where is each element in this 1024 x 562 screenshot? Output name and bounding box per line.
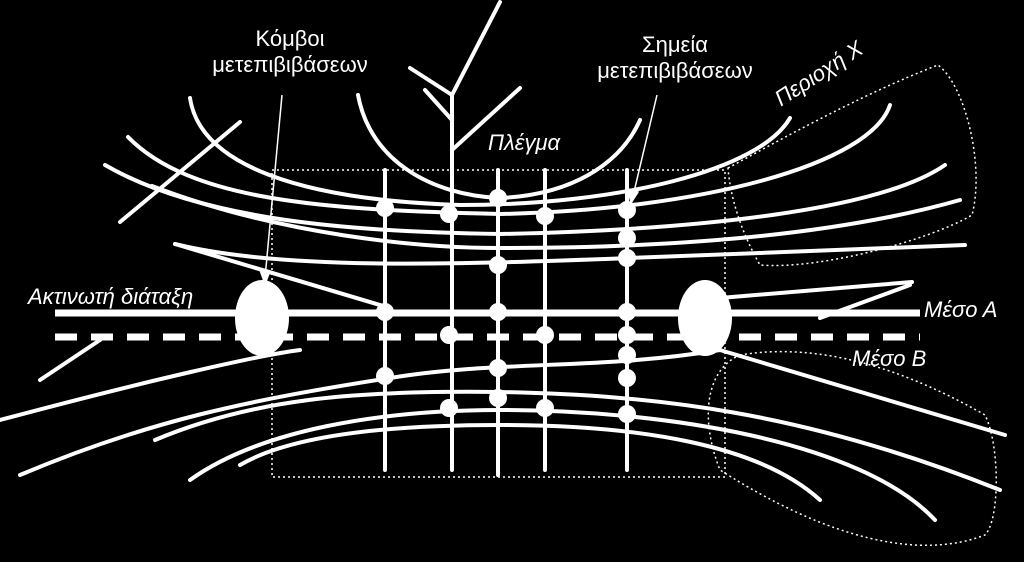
arc-upper-3 [126, 103, 892, 217]
transfer-point [618, 229, 636, 247]
transfer-point [618, 249, 636, 267]
line-right-rising [718, 280, 914, 300]
arc-upper-5 [150, 184, 962, 251]
arc-upper-4 [103, 163, 947, 237]
transfer-point [376, 199, 394, 217]
transfer-point [618, 303, 636, 321]
label-transfer-hubs: Κόμβοι μετεπιβιβάσεων [200, 26, 380, 78]
transfer-point [536, 207, 554, 225]
line-lower-right-b [718, 348, 1007, 437]
label-transfer-hubs-line2: μετεπιβιβάσεων [212, 52, 368, 77]
transfer-hub-right [678, 280, 732, 356]
label-grid: Πλέγμα [488, 130, 561, 155]
transfer-point [440, 326, 458, 344]
transfer-point [489, 303, 507, 321]
transfer-point [618, 201, 636, 219]
transfer-point [618, 369, 636, 387]
arc-lower-3 [153, 389, 1002, 492]
tree-branch-left-2 [423, 88, 454, 122]
transfer-point [376, 303, 394, 321]
transfer-point [489, 389, 507, 407]
line-bottom-left [38, 338, 102, 382]
transfer-point [489, 256, 507, 274]
tree-branch-right [450, 86, 522, 152]
label-transfer-points: Σημεία μετεπιβιβάσεων [580, 32, 770, 84]
transfer-point [489, 189, 507, 207]
transfer-point [489, 359, 507, 377]
label-transfer-points-line1: Σημεία [642, 32, 708, 57]
transfer-points-group [376, 189, 636, 423]
transfer-point [536, 326, 554, 344]
arc-top-1 [188, 96, 792, 208]
label-transfer-points-line2: μετεπιβιβάσεων [597, 58, 753, 83]
transfer-point [618, 346, 636, 364]
leader-arrows [258, 94, 658, 287]
arc-lower-5 [238, 422, 822, 502]
transfer-hub-left [235, 280, 289, 356]
leader-line-kompoi [264, 94, 283, 279]
arrowhead-simeia [627, 187, 640, 205]
label-radial-layout: Ακτινωτή διάταξη [28, 284, 194, 309]
line-diagonal-upper-left [118, 120, 242, 224]
line-upper-6 [173, 242, 967, 266]
leader-line-simeia [632, 94, 658, 197]
transfer-point [376, 367, 394, 385]
transfer-point [440, 399, 458, 417]
arc-lower-4 [188, 407, 937, 522]
transfer-point [618, 326, 636, 344]
lower-right-region-boundary [707, 350, 997, 547]
tree-branch-left [408, 66, 454, 97]
transfer-point [440, 205, 458, 223]
region-x-boundary [727, 64, 977, 267]
line-to-center [173, 242, 392, 310]
arc-lower-2 [18, 348, 722, 477]
label-medium-b: Μέσο Β [852, 346, 927, 371]
arc-lower-1 [0, 348, 302, 422]
arrowhead-kompoi [258, 269, 272, 287]
transfer-point [618, 405, 636, 423]
label-medium-a: Μέσο Α [924, 297, 998, 322]
transfer-point [536, 399, 554, 417]
label-transfer-hubs-line1: Κόμβοι [255, 26, 325, 51]
